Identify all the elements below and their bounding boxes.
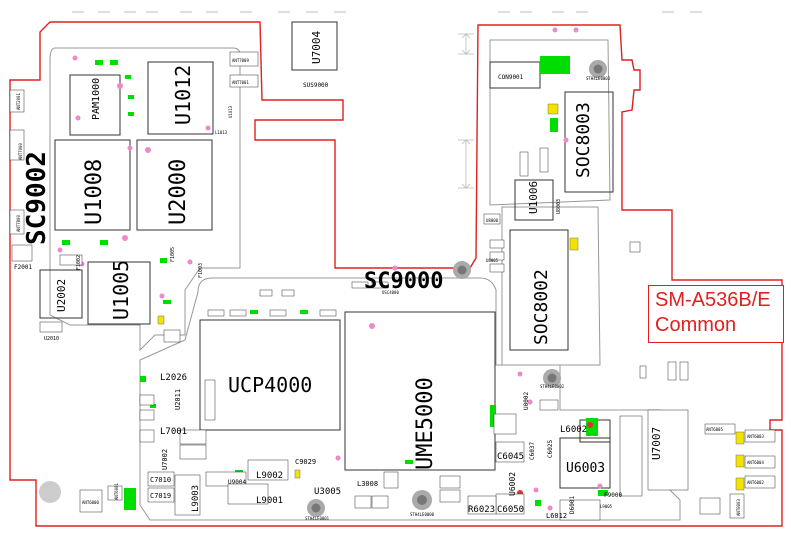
label-c7010: C7010 <box>150 476 171 484</box>
label-c6050: C6050 <box>497 505 524 515</box>
label-c7019: C7019 <box>150 492 171 500</box>
label-u8003: U8003 <box>556 199 562 214</box>
antenna-labels: ANT7000 ANT7001 ANT6000 ANT6001 ANT6003 … <box>16 58 764 521</box>
label-f1005: F1005 <box>170 247 176 262</box>
label-d6001: D6001 <box>569 496 576 514</box>
label-u0002: U0002 <box>523 392 530 410</box>
label-l6012: L6012 <box>546 512 567 520</box>
label-l9001: L9001 <box>256 496 283 506</box>
label-u1012: U1012 <box>171 65 195 125</box>
label-u1008: U1008 <box>82 159 107 225</box>
label-ant6001: ANT6001 <box>114 483 119 500</box>
label-f1002: F1002 <box>76 255 82 270</box>
label-stm3: STH4LE0001 <box>305 516 330 521</box>
label-ant7000: ANT7000 <box>18 143 23 160</box>
label-ant6000: ANT6000 <box>82 500 99 505</box>
label-u2011: U2011 <box>174 389 182 410</box>
label-u7004: U7004 <box>310 31 323 64</box>
component-labels: L2026 L7001 L9002 L9001 L9003 U3005 L600… <box>14 74 622 520</box>
label-c6037: C6037 <box>529 442 536 460</box>
label-l3008: L3008 <box>357 480 378 488</box>
label-u7002: U7002 <box>161 449 169 470</box>
label-u1013: U1013 <box>228 105 233 118</box>
label-con9001: CON9001 <box>498 74 524 81</box>
label-u7007: U7007 <box>650 427 663 460</box>
mounting-holes <box>39 60 607 517</box>
label-u3005: U3005 <box>314 487 341 497</box>
label-ant6003: ANT6003 <box>747 434 764 439</box>
label-c6025: C6025 <box>547 440 554 458</box>
label-u9004: U9004 <box>228 479 246 486</box>
label-ume5000: UME5000 <box>413 377 438 470</box>
label-l9005: L9005 <box>600 504 613 509</box>
label-r6023: R6023 <box>468 505 495 515</box>
label-ant7800: ANT7800 <box>16 215 21 232</box>
label-f2001: F2001 <box>14 264 32 271</box>
chip-bodies <box>39 21 614 489</box>
small-components <box>9 51 776 521</box>
label-l6002: L6002 <box>560 425 587 435</box>
label-stm4: STH4LE0003 <box>586 76 611 81</box>
label-u1005: U1005 <box>109 260 133 320</box>
highlight-pads <box>157 103 745 491</box>
label-u8005: U8005 <box>486 258 499 263</box>
label-u2000: U2000 <box>166 159 191 225</box>
label-ant6004: ANT6004 <box>747 460 764 465</box>
label-c9029: C9029 <box>295 458 316 466</box>
label-u8000: U8000 <box>486 218 499 223</box>
board-outline <box>9 21 783 527</box>
label-l9003: L9003 <box>191 485 201 512</box>
big-chip-labels: SC9002 U1008 U2000 U1012 U1005 SC9000 SO… <box>22 31 663 476</box>
model-callout: SM-A536B/E Common <box>648 285 784 343</box>
label-soc8002: SOC8002 <box>531 269 552 345</box>
label-u6003: U6003 <box>566 461 605 476</box>
label-u2010: U2010 <box>44 336 59 342</box>
label-f1003: F1003 <box>198 263 204 278</box>
label-stm1: STH4LE0000 <box>410 512 435 517</box>
label-l2026: L2026 <box>160 373 187 383</box>
label-ant6002: ANT6002 <box>747 480 764 485</box>
label-u1006: U1006 <box>527 181 540 214</box>
label-u6002: U6002 <box>508 472 517 496</box>
label-sus9000: SUS9000 <box>303 82 329 89</box>
label-u2002: U2002 <box>55 279 68 312</box>
label-sc9002: SC9002 <box>22 151 52 245</box>
label-ant6005: ANT6005 <box>706 427 723 432</box>
label-soc8003: SOC8003 <box>573 102 594 178</box>
label-ucp4000: UCP4000 <box>228 373 312 397</box>
label-f9000: F9000 <box>604 492 622 499</box>
label-ant8003: ANT8003 <box>736 499 741 516</box>
label-osc4000: OSC4000 <box>382 290 399 295</box>
label-ant7001: ANT7001 <box>232 80 249 85</box>
label-l1013: L1013 <box>215 130 228 135</box>
label-ant7009: ANT7009 <box>232 58 249 63</box>
label-sc9000: SC9000 <box>364 269 443 294</box>
label-pam1000: PAM1000 <box>91 78 102 120</box>
dimension-marks <box>458 33 474 189</box>
label-stm2: STH4LE0002 <box>540 384 565 389</box>
model-name: SM-A536B/E <box>655 289 771 311</box>
model-variant: Common <box>655 314 737 336</box>
label-l9002: L9002 <box>256 471 283 481</box>
label-c6045: C6045 <box>497 452 524 462</box>
label-l7001: L7001 <box>160 427 187 437</box>
label-ant2001: ANT2001 <box>16 93 21 110</box>
